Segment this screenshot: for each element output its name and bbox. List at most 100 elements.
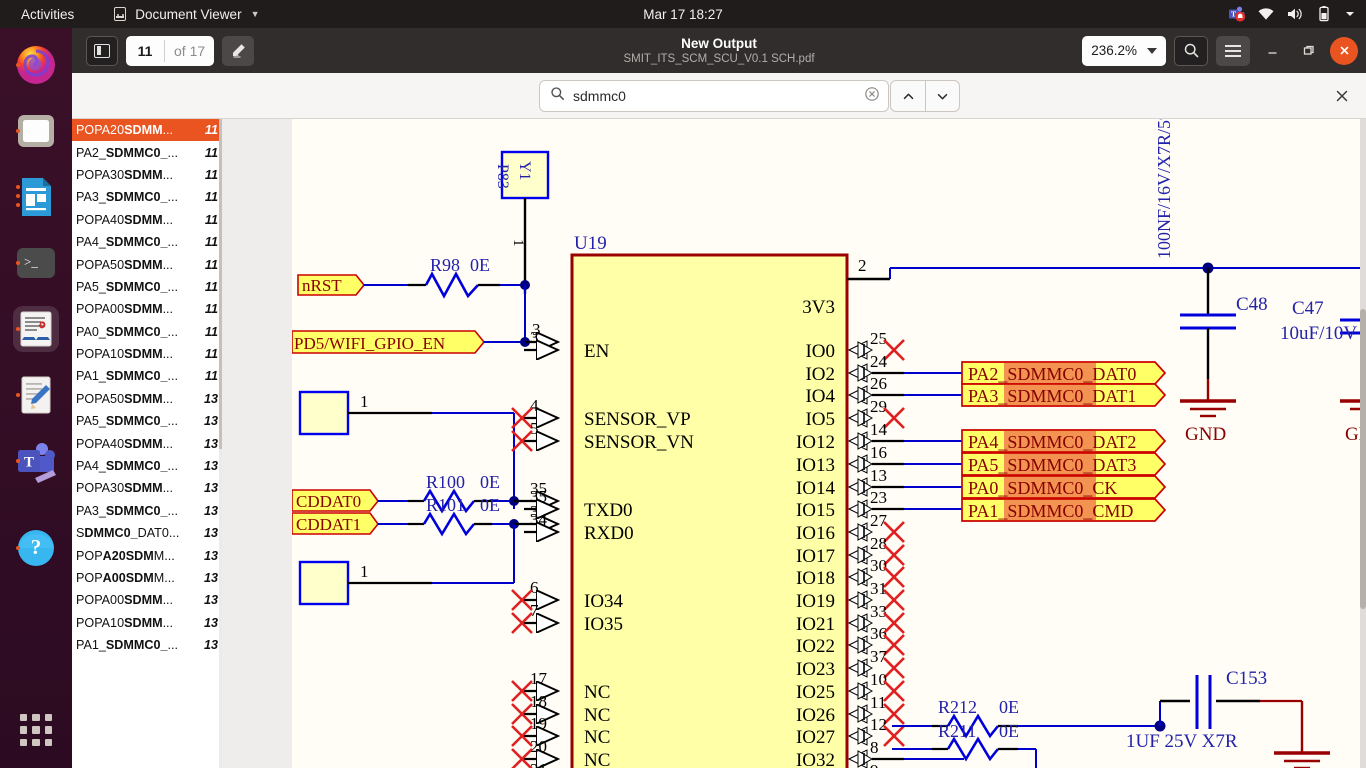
search-icon xyxy=(1184,43,1198,58)
search-result-page: 11 xyxy=(204,145,218,160)
search-result-item[interactable]: POPA50SDMM...13 xyxy=(72,388,222,410)
find-navigation[interactable] xyxy=(890,80,960,112)
sidebar-scrollbar-thumb[interactable] xyxy=(219,119,222,449)
running-indicator xyxy=(16,546,20,550)
annotate-button[interactable] xyxy=(222,35,255,66)
running-indicator xyxy=(16,327,20,331)
search-result-item[interactable]: POPA50SDMM...11 xyxy=(72,253,222,275)
close-find-bar-button[interactable] xyxy=(1332,86,1352,106)
activities-button[interactable]: Activities xyxy=(21,6,75,22)
dock-item-microsoft-teams[interactable]: T xyxy=(13,438,59,484)
dock-item-help[interactable]: ? xyxy=(13,525,59,571)
show-applications-button[interactable] xyxy=(20,714,52,746)
search-result-text: POPA00SDMM... xyxy=(76,593,174,608)
document-view[interactable]: P83 Y1 1 nRST R98 xyxy=(222,119,1366,768)
search-result-item[interactable]: POPA20SDMM...11 xyxy=(72,119,222,142)
svg-text:1UF 25V X7R: 1UF 25V X7R xyxy=(1126,731,1238,752)
close-button[interactable] xyxy=(1330,36,1358,65)
find-input-wrapper[interactable]: sdmmc0 xyxy=(539,80,889,112)
search-result-item[interactable]: POPA30SDMM...13 xyxy=(72,477,222,499)
document-scrollbar-thumb[interactable] xyxy=(1360,309,1366,609)
svg-text:?: ? xyxy=(31,535,42,559)
search-result-item[interactable]: POPA40SDMM...11 xyxy=(72,209,222,231)
search-result-item[interactable]: POPA10SDMM...11 xyxy=(72,343,222,365)
search-result-item[interactable]: POPA00SDMM...11 xyxy=(72,298,222,320)
dock-item-document-viewer[interactable] xyxy=(13,306,59,352)
search-result-item[interactable]: POPA00SDMM...13 xyxy=(72,567,222,589)
svg-text:IO21: IO21 xyxy=(796,614,835,635)
search-result-item[interactable]: POPA30SDMM...11 xyxy=(72,164,222,186)
search-result-item[interactable]: PA3_SDMMC0_...13 xyxy=(72,500,222,522)
maximize-button[interactable] xyxy=(1294,37,1322,65)
search-result-item[interactable]: PA5_SDMMC0_...11 xyxy=(72,276,222,298)
find-previous-button[interactable] xyxy=(890,80,925,112)
svg-text:PA3_SDMMC0_DAT1: PA3_SDMMC0_DAT1 xyxy=(968,386,1136,406)
search-result-item[interactable]: POPA00SDMM...13 xyxy=(72,589,222,611)
search-result-text: POPA20SDMM... xyxy=(76,548,175,563)
svg-text:IO27: IO27 xyxy=(796,727,835,748)
search-result-item[interactable]: PA3_SDMMC0_...11 xyxy=(72,186,222,208)
search-result-item[interactable]: POPA20SDMM...13 xyxy=(72,544,222,566)
chevron-down-icon xyxy=(937,93,948,99)
minimize-button[interactable] xyxy=(1258,37,1286,65)
wifi-icon xyxy=(1257,5,1275,23)
app-menu-button[interactable]: Document Viewer ▼ xyxy=(105,3,266,25)
svg-text:36: 36 xyxy=(870,624,887,643)
svg-text:16: 16 xyxy=(870,443,887,462)
search-result-item[interactable]: PA4_SDMMC0_...11 xyxy=(72,231,222,253)
clock[interactable]: Mar 17 18:27 xyxy=(643,6,723,22)
clear-search-icon[interactable] xyxy=(864,86,880,107)
zoom-selector[interactable]: 236.2% xyxy=(1082,35,1166,66)
find-next-button[interactable] xyxy=(925,80,960,112)
search-toggle-button[interactable] xyxy=(1174,35,1208,66)
svg-text:CDDAT0: CDDAT0 xyxy=(296,492,361,511)
dock-item-firefox[interactable] xyxy=(13,42,59,88)
search-result-item[interactable]: PA1_SDMMC0_...11 xyxy=(72,365,222,387)
document-scrollbar-track[interactable] xyxy=(1360,119,1366,768)
svg-text:GND: GND xyxy=(1185,424,1226,445)
main-menu-button[interactable] xyxy=(1216,35,1250,66)
page-number-input[interactable]: 11 xyxy=(137,42,153,59)
search-result-item[interactable]: PA5_SDMMC0_...13 xyxy=(72,410,222,432)
document-viewer-icon xyxy=(112,6,128,22)
svg-text:NC: NC xyxy=(584,682,610,703)
search-result-item[interactable]: PA2_SDMMC0_...11 xyxy=(72,141,222,163)
sidebar-scrollbar-track[interactable] xyxy=(219,119,222,768)
page-selector[interactable]: 11 of 17 xyxy=(126,35,215,66)
search-result-item[interactable]: SDMMC0_DAT0...13 xyxy=(72,522,222,544)
dock-item-text-editor[interactable] xyxy=(13,372,59,418)
side-pane-toggle-button[interactable] xyxy=(86,35,118,66)
search-result-page: 13 xyxy=(203,526,218,541)
search-result-item[interactable]: POPA10SDMM...13 xyxy=(72,612,222,634)
connector-sensor-left: 1 xyxy=(298,390,515,509)
search-result-item[interactable]: PA0_SDMMC0_...11 xyxy=(72,321,222,343)
search-result-page: 13 xyxy=(203,436,218,451)
search-result-item[interactable]: POPA40SDMM...13 xyxy=(72,432,222,454)
dock-item-files[interactable] xyxy=(13,108,59,154)
search-result-text: PA1_SDMMC0_... xyxy=(76,638,178,653)
search-result-text: POPA30SDMM... xyxy=(76,167,174,182)
svg-text:20: 20 xyxy=(530,737,547,756)
svg-text:33: 33 xyxy=(870,602,887,621)
svg-text:5: 5 xyxy=(530,419,539,438)
find-input[interactable]: sdmmc0 xyxy=(573,88,626,104)
search-result-item[interactable]: PA4_SDMMC0_...13 xyxy=(72,455,222,477)
ic-pin-3v3: 3V3 xyxy=(802,297,835,318)
svg-text:IO19: IO19 xyxy=(796,591,835,612)
svg-text:RXD0: RXD0 xyxy=(584,523,634,544)
header-bar: 11 of 17 New Output SMIT_ITS_SCM_SCU_V0.… xyxy=(72,28,1366,73)
search-result-item[interactable]: PA1_SDMMC0_...13 xyxy=(72,634,222,656)
system-menu-caret-icon[interactable] xyxy=(1344,5,1356,23)
dock-item-terminal[interactable]: >_ xyxy=(13,240,59,286)
running-indicator xyxy=(16,393,20,397)
dock-item-libreoffice-writer[interactable] xyxy=(13,174,59,220)
chevron-down-icon xyxy=(1147,47,1157,54)
connector-io34-left: 1 xyxy=(298,524,515,606)
svg-text:26: 26 xyxy=(870,374,887,393)
system-tray[interactable]: T xyxy=(1228,5,1356,23)
net-label-pa5-sdmmc0-dat3: PA5_SDMMC0_DAT3 xyxy=(961,452,1167,476)
